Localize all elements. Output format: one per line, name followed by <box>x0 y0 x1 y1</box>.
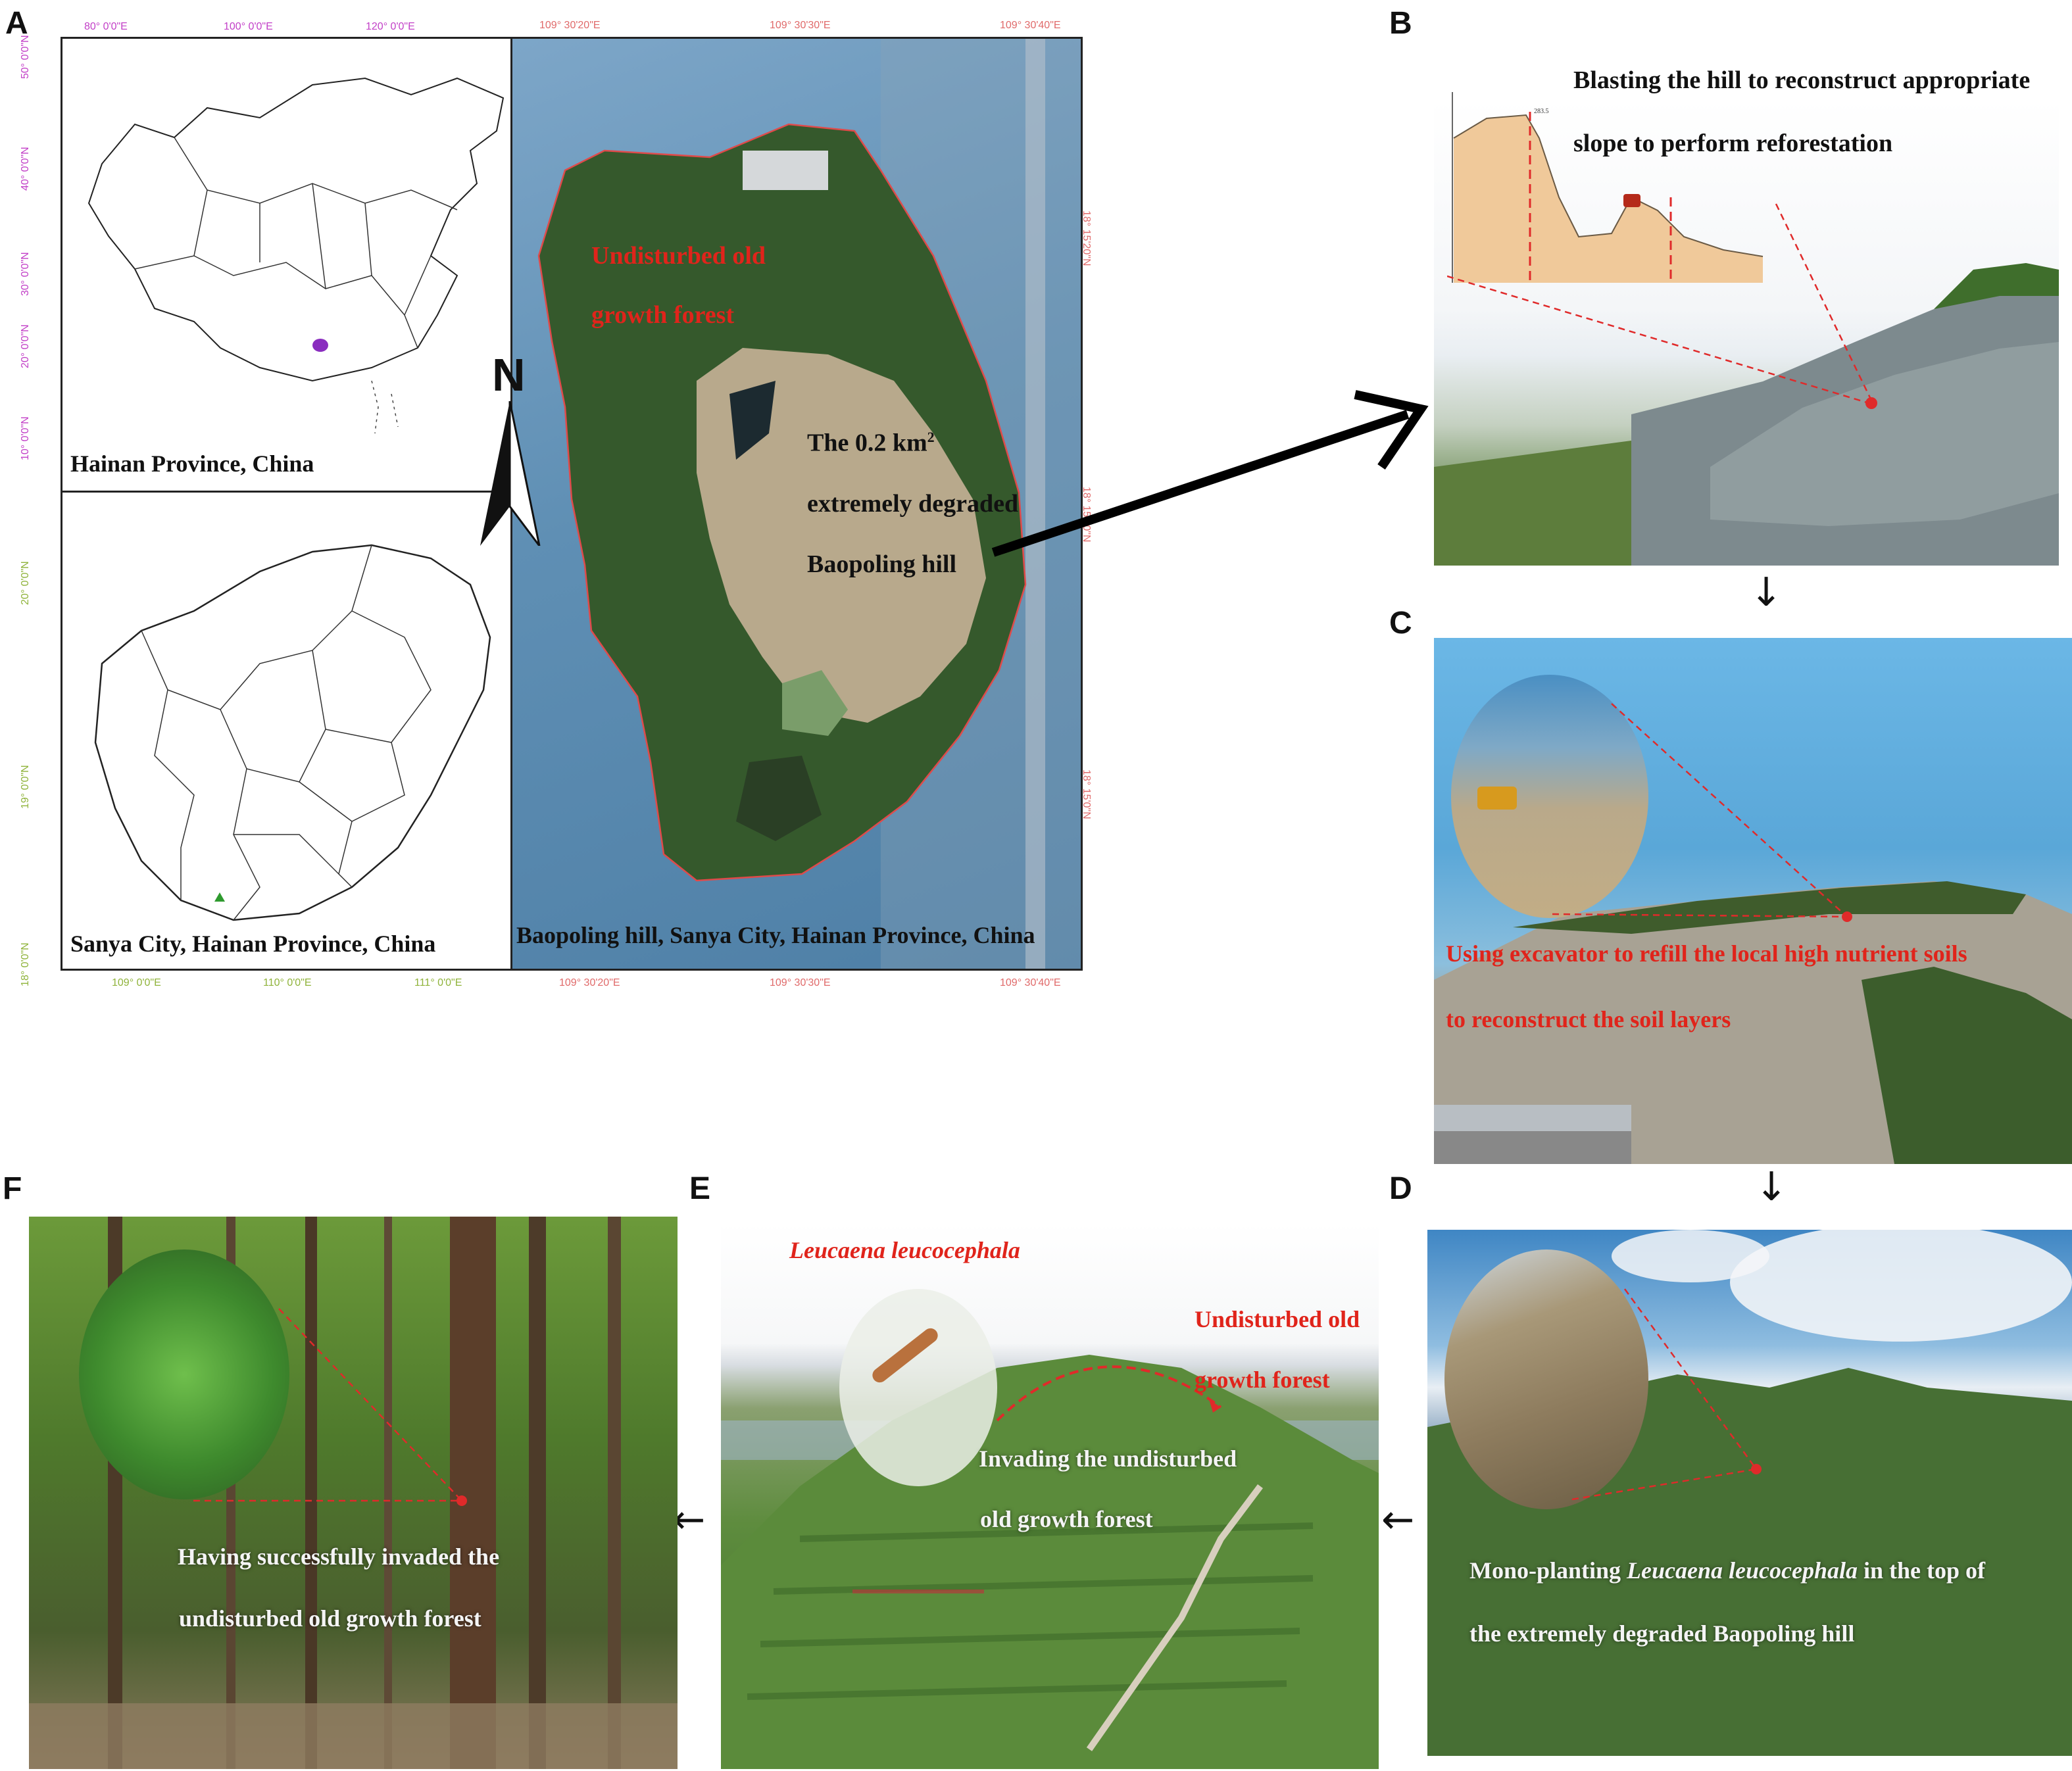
panel-f-pointer-lines <box>193 1308 462 1502</box>
aerial-photo-panel: Undisturbed old growth forest The 0.2 km… <box>510 37 1083 971</box>
tick-label: 111° 0'0"E <box>414 977 462 988</box>
hainan-highlight <box>312 339 328 352</box>
tick-label: 20° 0'0"N <box>20 561 31 605</box>
hainan-map <box>94 544 491 921</box>
flow-arrow-a-to-b-icon <box>991 390 1429 557</box>
panel-d-caption-line2: the extremely degraded Baopoling hill <box>1469 1620 1855 1647</box>
tick-label: 10° 0'0"N <box>20 416 31 460</box>
panel-d-caption-line1-a: Mono-planting <box>1469 1557 1627 1584</box>
panel-c-inset-circle <box>1451 675 1648 918</box>
aerial-photo <box>537 39 1081 969</box>
panel-c-caption-line1: Using excavator to refill the local high… <box>1446 940 1967 967</box>
north-arrow-icon: N <box>474 349 546 546</box>
slope-profile-diagram: 283.5 <box>1452 92 1764 283</box>
china-map <box>87 77 505 434</box>
tick-label: 100° 0'0"E <box>224 21 273 32</box>
blast-point-marker <box>1865 397 1877 409</box>
panel-e-invading-line1: Invading the undisturbed <box>979 1445 1237 1472</box>
forest-label: Undisturbed old growth forest <box>591 226 766 345</box>
panel-d-species-name: Leucaena leucocephala <box>1627 1557 1858 1584</box>
panel-d-pointer-lines <box>1571 1288 1758 1501</box>
panel-f-photo: Having successfully invaded the undistur… <box>29 1217 678 1769</box>
hainan-map-panel: Sanya City, Hainan Province, China <box>61 491 513 971</box>
flow-arrow-left-icon: ← <box>1381 1497 1415 1543</box>
sanya-marker-icon <box>214 892 225 902</box>
tick-label: 30° 0'0"N <box>20 252 31 296</box>
flow-arrow-down-icon: ↓ <box>1755 1164 1788 1210</box>
tick-label: 120° 0'0"E <box>366 21 415 32</box>
tick-label: 109° 0'0"E <box>112 977 161 988</box>
china-map-panel: Hainan Province, China <box>61 37 513 492</box>
north-label: N <box>492 349 526 400</box>
panel-d-caption-line1: Mono-planting Leucaena leucocephala in t… <box>1469 1539 1985 1602</box>
tick-label: 40° 0'0"N <box>20 147 31 191</box>
panel-e-invading-label: Invading the undisturbed old growth fore… <box>979 1428 1237 1549</box>
panel-f-inset-circle <box>79 1249 289 1499</box>
panel-letter-b: B <box>1389 6 1412 41</box>
panel-f-caption-line1: Having successfully invaded the <box>178 1543 500 1570</box>
panel-e-species-label: Leucaena leucocephala <box>789 1237 1020 1263</box>
panel-letter-a: A <box>5 6 28 41</box>
panel-letter-e: E <box>689 1171 711 1206</box>
forest-label-line1: Undisturbed old <box>591 242 766 270</box>
excavator-icon <box>1477 787 1517 810</box>
tick-label: 109° 30'20"E <box>559 977 620 988</box>
degraded-hill-line1: The 0.2 km2 <box>807 407 1018 473</box>
panel-d-photo: Mono-planting Leucaena leucocephala in t… <box>1427 1230 2072 1756</box>
panel-c-pointer-lines <box>1552 703 1848 918</box>
tick-label: 19° 0'0"N <box>20 765 31 809</box>
tick-label: 109° 30'30"E <box>770 20 831 31</box>
panel-c-photo: Using excavator to refill the local high… <box>1434 638 2072 1164</box>
panel-e-forest-line1: Undisturbed old <box>1195 1306 1360 1332</box>
panel-e-inset-circle <box>839 1289 997 1486</box>
tick-label: 109° 30'40"E <box>1000 20 1061 31</box>
panel-d-inset-circle <box>1444 1249 1648 1509</box>
degraded-hill-sup: 2 <box>927 429 935 445</box>
profile-peak-label: 283.5 <box>1534 108 1549 115</box>
panel-e-invading-line2: old growth forest <box>980 1506 1153 1532</box>
panel-e-forest-line2: growth forest <box>1195 1367 1330 1393</box>
panel-letter-c: C <box>1389 606 1412 641</box>
panel-c-caption-line2: to reconstruct the soil layers <box>1446 1006 1731 1032</box>
seed-pod-icon <box>869 1325 941 1386</box>
tick-label: 80° 0'0"E <box>84 21 128 32</box>
slope-pointer-line <box>1447 203 1875 406</box>
degraded-hill-line3: Baopoling hill <box>807 550 957 578</box>
tick-label: 109° 30'20"E <box>539 20 601 31</box>
forest-label-line2: growth forest <box>591 301 735 329</box>
degraded-hill-label: The 0.2 km2 extremely degraded Baopoling… <box>807 407 1018 594</box>
tick-label: 18° 15'20"N <box>1081 210 1092 266</box>
flow-arrow-left-icon: ← <box>672 1497 706 1543</box>
panel-f-caption-line2: undisturbed old growth forest <box>179 1605 481 1632</box>
degraded-hill-line1-text: The 0.2 km <box>807 429 927 457</box>
panel-letter-d: D <box>1389 1171 1412 1206</box>
tick-label: 20° 0'0"N <box>20 324 31 368</box>
hainan-map-label: Sanya City, Hainan Province, China <box>70 931 436 957</box>
flow-arrow-down-icon: ↓ <box>1750 570 1783 616</box>
panel-d-caption: Mono-planting Leucaena leucocephala in t… <box>1469 1539 1985 1665</box>
panel-d-caption-line1-b: in the top of <box>1857 1557 1985 1584</box>
aerial-label: Baopoling hill, Sanya City, Hainan Provi… <box>516 922 1035 948</box>
panel-e-forest-label: Undisturbed old growth forest <box>1195 1289 1360 1410</box>
panel-b-caption-line1: Blasting the hill to reconstruct appropr… <box>1573 66 2031 94</box>
tick-label: 50° 0'0"N <box>20 35 31 79</box>
panel-b-caption-line2: slope to perform reforestation <box>1573 130 1893 157</box>
tick-label: 110° 0'0"E <box>263 977 312 988</box>
panel-b-caption: Blasting the hill to reconstruct appropr… <box>1573 49 2030 175</box>
degraded-hill-line2: extremely degraded <box>807 489 1019 518</box>
tick-label: 18° 15'0"N <box>1081 769 1092 819</box>
tick-label: 18° 0'0"N <box>20 942 31 986</box>
panel-d-marker <box>1751 1464 1762 1474</box>
tick-label: 109° 30'30"E <box>770 977 831 988</box>
panel-e-photo: Leucaena leucocephala Undisturbed old gr… <box>721 1223 1379 1769</box>
china-map-label: Hainan Province, China <box>70 450 314 477</box>
panel-letter-f: F <box>3 1171 22 1206</box>
panel-f-caption: Having successfully invaded the undistur… <box>178 1526 499 1649</box>
panel-c-caption: Using excavator to refill the local high… <box>1446 921 1967 1052</box>
tick-label: 109° 30'40"E <box>1000 977 1061 988</box>
